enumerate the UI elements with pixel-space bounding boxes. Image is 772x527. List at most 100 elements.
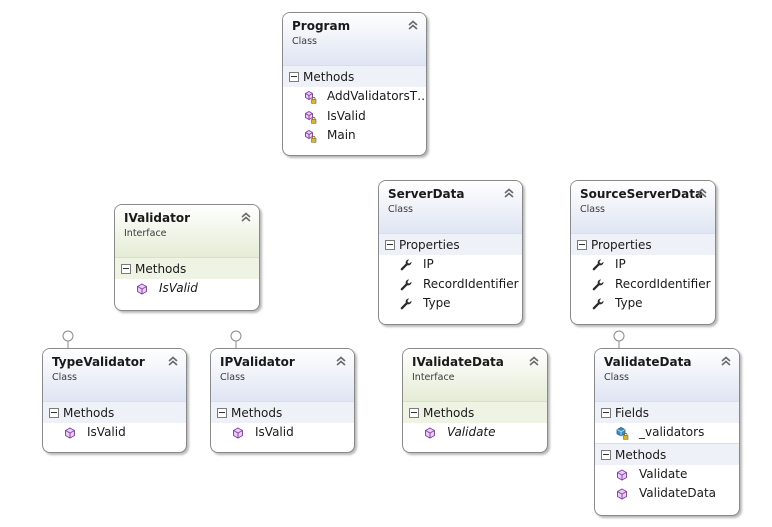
wrench-icon bbox=[399, 297, 413, 311]
member-name: _validators bbox=[639, 425, 705, 439]
collapse-chevron-icon[interactable] bbox=[166, 354, 180, 368]
collapse-toggle-icon[interactable] bbox=[577, 240, 587, 250]
collapse-toggle-icon[interactable] bbox=[601, 449, 611, 460]
lollipop-interface-icon bbox=[613, 330, 625, 350]
class-name: ValidateData bbox=[604, 355, 692, 369]
section-label: Methods bbox=[423, 406, 475, 420]
collapse-toggle-icon[interactable] bbox=[217, 408, 227, 418]
section-label: Properties bbox=[399, 238, 460, 252]
section-label: Methods bbox=[615, 447, 667, 462]
member-name: ValidateData bbox=[639, 486, 717, 500]
private-method-icon bbox=[303, 129, 317, 143]
class-box-ipvalidator[interactable]: IPValidator Class Methods IsValid bbox=[210, 348, 355, 453]
class-box-serverdata[interactable]: ServerData Class Properties IP RecordIde… bbox=[378, 180, 523, 325]
class-name: TypeValidator bbox=[52, 355, 145, 369]
wrench-icon bbox=[399, 258, 413, 272]
collapse-toggle-icon[interactable] bbox=[409, 408, 419, 418]
section-methods[interactable]: Methods bbox=[43, 401, 186, 423]
class-header[interactable]: Program Class bbox=[283, 13, 426, 65]
member-method-row[interactable]: Main bbox=[283, 126, 426, 146]
collapse-toggle-icon[interactable] bbox=[601, 408, 611, 418]
member-name: IsValid bbox=[255, 425, 294, 439]
section-methods[interactable]: Methods bbox=[595, 442, 739, 465]
member-name: IP bbox=[615, 257, 626, 271]
method-icon bbox=[135, 282, 149, 296]
member-method-row[interactable]: IsValid bbox=[211, 423, 354, 443]
class-header[interactable]: ValidateData Class bbox=[595, 349, 739, 401]
collapse-toggle-icon[interactable] bbox=[49, 408, 59, 418]
method-icon bbox=[63, 426, 77, 440]
collapse-toggle-icon[interactable] bbox=[289, 72, 299, 82]
member-name: Main bbox=[327, 128, 356, 142]
wrench-icon bbox=[591, 258, 605, 272]
class-name: SourceServerData bbox=[580, 187, 704, 201]
class-kind: Class bbox=[220, 372, 245, 383]
class-header[interactable]: IValidator Interface bbox=[115, 205, 259, 257]
interface-box-ivalidatedata[interactable]: IValidateData Interface Methods Validate bbox=[402, 348, 548, 453]
member-method-row[interactable]: ValidateData bbox=[595, 484, 739, 504]
collapse-chevron-icon[interactable] bbox=[406, 18, 420, 32]
collapse-chevron-icon[interactable] bbox=[334, 354, 348, 368]
collapse-chevron-icon[interactable] bbox=[695, 186, 709, 200]
member-method-row[interactable]: IsValid bbox=[283, 107, 426, 127]
collapse-toggle-icon[interactable] bbox=[121, 264, 131, 274]
class-kind: Class bbox=[580, 204, 605, 215]
class-box-sourceserverdata[interactable]: SourceServerData Class Properties IP Rec… bbox=[570, 180, 716, 325]
section-properties[interactable]: Properties bbox=[379, 233, 522, 255]
member-property-row[interactable]: RecordIdentifier bbox=[379, 275, 522, 295]
interface-box-ivalidator[interactable]: IValidator Interface Methods IsValid bbox=[114, 204, 260, 311]
class-kind: Class bbox=[292, 36, 317, 47]
section-label: Methods bbox=[231, 406, 283, 420]
class-box-program[interactable]: Program Class Methods AddValidatorsT… Is… bbox=[282, 12, 427, 156]
member-name: IP bbox=[423, 257, 434, 271]
member-method-row[interactable]: AddValidatorsT… bbox=[283, 87, 426, 107]
member-field-row[interactable]: _validators bbox=[595, 423, 739, 443]
member-method-row[interactable]: Validate bbox=[595, 465, 739, 485]
section-methods[interactable]: Methods bbox=[403, 401, 547, 423]
member-method-row[interactable]: Validate bbox=[403, 423, 547, 443]
member-name: IsValid bbox=[327, 108, 366, 123]
class-kind: Class bbox=[52, 372, 77, 383]
class-header[interactable]: IPValidator Class bbox=[211, 349, 354, 401]
lollipop-interface-icon bbox=[230, 330, 242, 350]
member-property-row[interactable]: RecordIdentifier bbox=[571, 275, 715, 295]
class-header[interactable]: SourceServerData Class bbox=[571, 181, 715, 233]
private-method-icon bbox=[303, 90, 317, 104]
section-label: Fields bbox=[615, 406, 649, 420]
section-methods[interactable]: Methods bbox=[211, 401, 354, 423]
class-name: Program bbox=[292, 19, 351, 33]
member-method-row[interactable]: IsValid bbox=[43, 423, 186, 443]
member-property-row[interactable]: Type bbox=[571, 294, 715, 314]
section-properties[interactable]: Properties bbox=[571, 233, 715, 255]
class-name: IValidator bbox=[124, 211, 191, 225]
section-label: Methods bbox=[303, 70, 355, 84]
collapse-chevron-icon[interactable] bbox=[502, 186, 516, 200]
class-name: IPValidator bbox=[220, 355, 295, 369]
member-property-row[interactable]: Type bbox=[379, 294, 522, 314]
class-header[interactable]: TypeValidator Class bbox=[43, 349, 186, 401]
class-kind: Interface bbox=[124, 228, 167, 239]
member-name: Type bbox=[615, 296, 643, 310]
collapse-chevron-icon[interactable] bbox=[527, 354, 541, 368]
member-name: RecordIdentifier bbox=[423, 276, 519, 291]
lollipop-interface-icon bbox=[62, 330, 74, 350]
class-box-typevalidator[interactable]: TypeValidator Class Methods IsValid bbox=[42, 348, 187, 453]
class-header[interactable]: IValidateData Interface bbox=[403, 349, 547, 401]
collapse-chevron-icon[interactable] bbox=[239, 210, 253, 224]
method-icon bbox=[615, 487, 629, 501]
class-header[interactable]: ServerData Class bbox=[379, 181, 522, 233]
collapse-toggle-icon[interactable] bbox=[385, 240, 395, 250]
section-methods[interactable]: Methods bbox=[115, 257, 259, 279]
collapse-chevron-icon[interactable] bbox=[719, 354, 733, 368]
member-name: Type bbox=[423, 296, 451, 310]
member-property-row[interactable]: IP bbox=[571, 255, 715, 275]
wrench-icon bbox=[399, 278, 413, 292]
member-method-row[interactable]: IsValid bbox=[115, 279, 259, 299]
section-methods[interactable]: Methods bbox=[283, 65, 426, 87]
member-name: Validate bbox=[639, 466, 688, 481]
member-name: RecordIdentifier bbox=[615, 276, 711, 291]
section-fields[interactable]: Fields bbox=[595, 401, 739, 423]
class-box-validatedata[interactable]: ValidateData Class Fields _validators Me… bbox=[594, 348, 740, 516]
method-icon bbox=[423, 426, 437, 440]
member-property-row[interactable]: IP bbox=[379, 255, 522, 275]
